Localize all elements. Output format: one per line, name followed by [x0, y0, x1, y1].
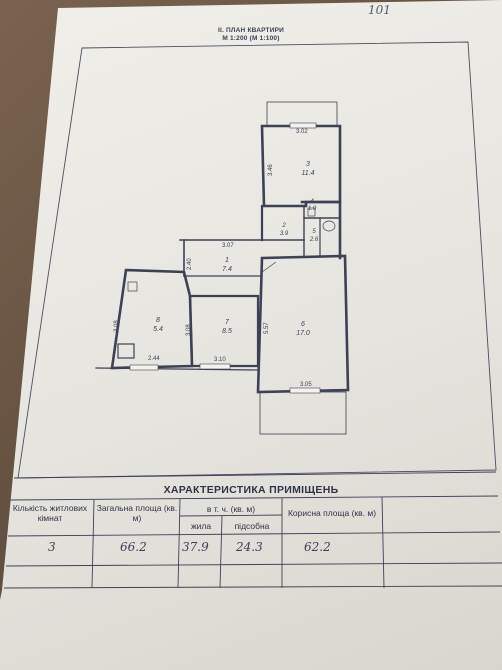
door-swing: [261, 261, 277, 273]
characteristics-title: ХАРАКТЕРИСТИКА ПРИМІЩЕНЬ: [163, 484, 339, 496]
room-label-2: 2 3.9: [272, 222, 296, 238]
room-area-5: 2.6: [309, 237, 319, 243]
value-living: 37.9: [182, 540, 209, 554]
room-number-3: 3: [306, 161, 310, 168]
col-div-1: [91, 499, 95, 589]
col-div-3: [219, 515, 223, 589]
room-number-6: 6: [301, 321, 305, 328]
header-bottom-border: [7, 531, 501, 537]
header-auxiliary: підсобна: [234, 521, 270, 531]
facade-line: [95, 367, 259, 371]
bath-outer-wall: [300, 200, 342, 260]
room-area-6: 17.0: [296, 330, 310, 337]
header-living: жила: [190, 521, 212, 531]
window-room-8: [129, 364, 159, 371]
room-area-7: 8.5: [222, 328, 232, 335]
room-area-3: 11.4: [301, 170, 315, 177]
col-div-2: [177, 498, 181, 589]
room-area-2: 3.9: [279, 231, 289, 237]
room-label-6: 6 17.0: [288, 320, 318, 338]
room-label-7: 7 8.5: [214, 318, 240, 336]
plan-header-scale: М 1:200 (М 1:100): [222, 35, 280, 42]
windows: [129, 122, 321, 394]
dim-hall-width: 3.07: [222, 243, 234, 249]
handwritten-page-number: 101: [368, 3, 391, 17]
window-room-3: [289, 122, 317, 129]
room-number-5: 5: [312, 229, 316, 235]
room-area-4: 1.0: [307, 206, 317, 212]
title-bottom-border: [9, 495, 499, 501]
header-including: в т. ч. (кв. м): [206, 504, 256, 514]
kitchen-sink-icon: [127, 281, 138, 292]
room-label-3: 3 11.4: [293, 160, 323, 178]
room-label-5: 5 2.6: [302, 228, 326, 244]
header-rooms-count: Кількість житлових кімнат: [12, 503, 88, 523]
room-number-1: 1: [225, 257, 229, 264]
room-label-8: 8 5.4: [145, 316, 171, 334]
room-number-4: 4: [310, 199, 314, 205]
values-bottom-border: [5, 562, 502, 567]
fixtures: [117, 207, 336, 359]
plan-frame: [17, 41, 497, 479]
table-bottom-border: [3, 585, 502, 589]
header-useful-area: Корисна площа (кв. м): [287, 508, 377, 518]
dim-room8-width: 2.44: [148, 356, 160, 362]
room-6-walls: [256, 254, 350, 394]
dim-room6-width: 3.05: [300, 382, 312, 388]
sink-icon: [322, 220, 336, 232]
header-total-area: Загальна площа (кв. м): [96, 503, 178, 523]
plan-header-title: II. ПЛАН КВАРТИРИ: [218, 27, 284, 34]
room-label-4: 4 1.0: [300, 199, 324, 213]
toilet-icon: [307, 207, 316, 217]
room-number-8: 8: [156, 317, 160, 324]
stove-icon: [117, 343, 135, 359]
value-auxiliary: 24.3: [236, 540, 263, 554]
room-number-2: 2: [282, 223, 286, 229]
table-top-border: [13, 471, 497, 479]
window-room-6: [289, 387, 321, 394]
room-8-walls: [110, 268, 194, 370]
room-area-8: 5.4: [153, 326, 163, 333]
window-room-7: [199, 363, 231, 370]
value-rooms-count: 3: [48, 540, 56, 554]
value-total-area: 66.2: [120, 540, 147, 554]
value-useful-area: 62.2: [304, 540, 331, 554]
dim-room7-width: 3.10: [214, 357, 226, 363]
col-div-5: [381, 496, 385, 589]
subheader-border: [179, 514, 283, 517]
room-number-7: 7: [225, 319, 229, 326]
room-area-1: 7.4: [222, 266, 232, 273]
dim-top-balcony-width: 3.02: [296, 129, 308, 135]
room-label-1: 1 7.4: [215, 256, 239, 274]
